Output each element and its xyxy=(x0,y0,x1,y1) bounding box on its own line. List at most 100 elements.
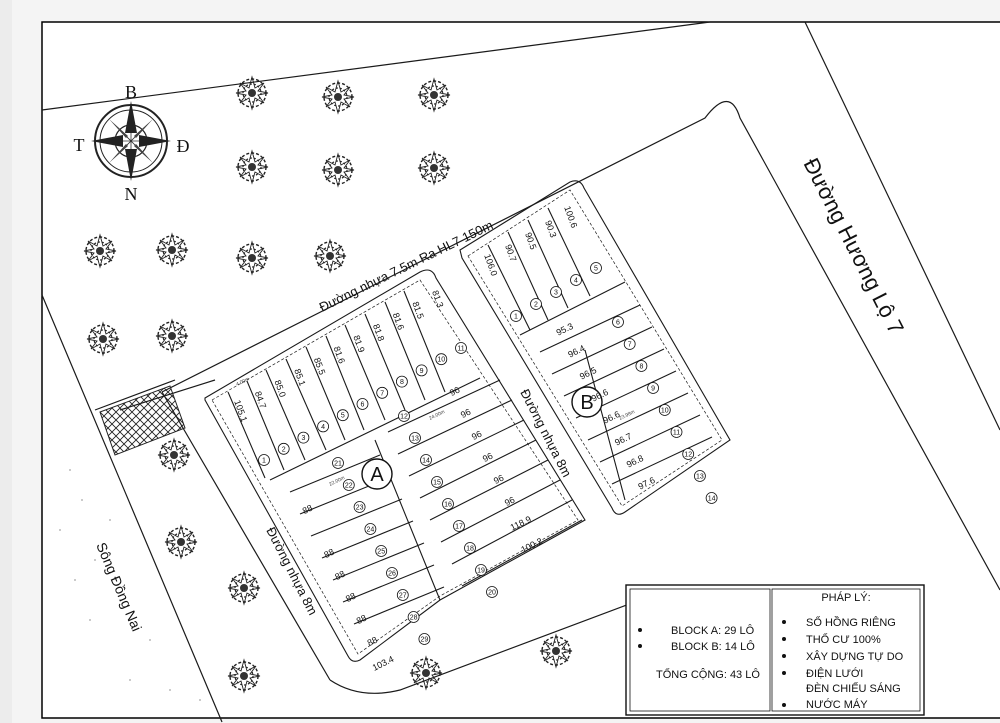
lot-area: 88 xyxy=(366,635,379,648)
lot-number-circle xyxy=(658,404,671,416)
lot-a-28: 88 28 xyxy=(366,611,420,648)
lot-number: 22 xyxy=(345,483,353,490)
lot-number: 13 xyxy=(411,436,419,443)
lot-number: 9 xyxy=(420,368,424,375)
lot-a-12: 96 12 xyxy=(398,385,461,422)
lot-number-circle xyxy=(418,633,431,645)
river-texture xyxy=(59,469,201,701)
lot-number-circle xyxy=(486,586,498,598)
lot-a-15: 96 15 xyxy=(431,451,494,488)
lot-number: 7 xyxy=(380,390,384,397)
lot-number-circle xyxy=(453,520,465,532)
lot-number-circle xyxy=(356,398,369,410)
lot-number: 8 xyxy=(400,379,404,386)
lot-number: 6 xyxy=(616,320,620,327)
lot-a-23: 23 xyxy=(353,501,366,513)
lot-a-25: 88 25 xyxy=(333,545,388,582)
lot-a-14: 96 14 xyxy=(420,429,483,466)
info-panel: BLOCK A: 29 LÔ BLOCK B: 14 LÔ TỔNG CỘNG:… xyxy=(625,584,925,716)
summary-block-a: BLOCK A: 29 LÔ xyxy=(671,624,755,637)
lot-area: 96 xyxy=(470,429,483,442)
lot-number-circle xyxy=(376,386,389,399)
lot-number: 6 xyxy=(361,402,365,409)
lot-number: 10 xyxy=(661,408,669,415)
lot-number-circle xyxy=(407,611,420,623)
lot-number-circle xyxy=(550,286,562,298)
lot-number: 4 xyxy=(321,424,325,431)
lot-number: 2 xyxy=(534,302,538,309)
lot-number-circle xyxy=(415,364,428,377)
legal-item-0: SỔ HỒNG RIÊNG xyxy=(806,616,896,629)
lot-number: 5 xyxy=(594,266,598,273)
legal-item-1: THỔ CƯ 100% xyxy=(806,633,881,646)
lot-number: 25 xyxy=(377,549,385,556)
svg-text:A: A xyxy=(370,464,384,486)
compass-icon xyxy=(91,101,171,181)
lot-number: 21 xyxy=(334,461,342,468)
lot-number-circle xyxy=(317,420,330,433)
lot-a-13: 96 13 xyxy=(409,407,472,444)
compass-north: B xyxy=(125,82,137,102)
legal-item-5: NƯỚC MÁY xyxy=(806,698,868,711)
lot-number: 18 xyxy=(466,546,474,553)
lot-number-circle xyxy=(431,476,443,488)
lot-number: 12 xyxy=(684,452,692,459)
lot-number: 12 xyxy=(400,414,408,421)
lot-number: 14 xyxy=(422,458,430,465)
lot-number-circle xyxy=(364,523,377,535)
lot-number-circle xyxy=(386,567,398,579)
compass-east: Đ xyxy=(177,136,190,156)
lot-number-circle xyxy=(435,353,448,366)
lot-number: 5 xyxy=(341,413,345,420)
lot-number-circle xyxy=(455,342,467,354)
lot-number-circle xyxy=(475,564,487,576)
lot-number: 24 xyxy=(367,527,375,534)
lot-a-20: 20 xyxy=(486,586,498,598)
lot-number: 23 xyxy=(356,505,364,512)
lot-area: 88 xyxy=(301,503,314,516)
lot-number: 13 xyxy=(696,474,704,481)
lot-number-circle xyxy=(396,589,409,601)
lot-area: 96 xyxy=(448,385,461,398)
lot-number-circle xyxy=(647,382,659,394)
block-b xyxy=(459,180,731,515)
lot-number-circle xyxy=(420,454,432,466)
lot-a-7: 81.97 xyxy=(351,334,389,399)
lot-area: 88 xyxy=(344,591,357,604)
lot-area: 96 xyxy=(503,495,516,508)
lot-number-circle xyxy=(530,298,542,310)
legal-item-3: ĐIỆN LƯỚI xyxy=(806,667,863,680)
lot-number-circle xyxy=(510,310,522,322)
lot-number-circle xyxy=(336,409,349,422)
lot-area: 88 xyxy=(333,569,346,582)
lot-number-circle xyxy=(570,274,582,286)
lot-number: 1 xyxy=(262,458,266,465)
summary-total: TỔNG CỘNG: 43 LÔ xyxy=(656,668,760,681)
lot-number-circle xyxy=(375,545,388,557)
legal-item-2: XÂY DỰNG TỰ DO xyxy=(806,650,904,663)
lot-area: 96 xyxy=(459,407,472,420)
lot-number: 15 xyxy=(433,480,441,487)
block-b-marker: B xyxy=(571,386,603,418)
lot-area: 96 xyxy=(481,451,494,464)
lot-number: 4 xyxy=(574,278,578,285)
lot-number-circle xyxy=(332,457,344,469)
lot-number: 27 xyxy=(399,593,407,600)
legal-title: PHÁP LÝ: xyxy=(821,591,870,604)
lot-number: 28 xyxy=(410,615,418,622)
lot-number: 3 xyxy=(301,435,305,442)
lot-number-circle xyxy=(612,316,624,328)
lot-number: 14 xyxy=(708,496,716,503)
lot-area: 96 xyxy=(492,473,505,486)
lot-number: 1 xyxy=(514,314,518,321)
lot-number: 26 xyxy=(388,571,396,578)
lot-number: 17 xyxy=(455,524,463,531)
lot-number-circle xyxy=(694,470,706,482)
lot-a-17: 96 17 xyxy=(453,495,516,532)
svg-text:B: B xyxy=(580,392,593,414)
lot-area: 88 xyxy=(355,613,368,626)
lot-number: 19 xyxy=(477,568,485,575)
